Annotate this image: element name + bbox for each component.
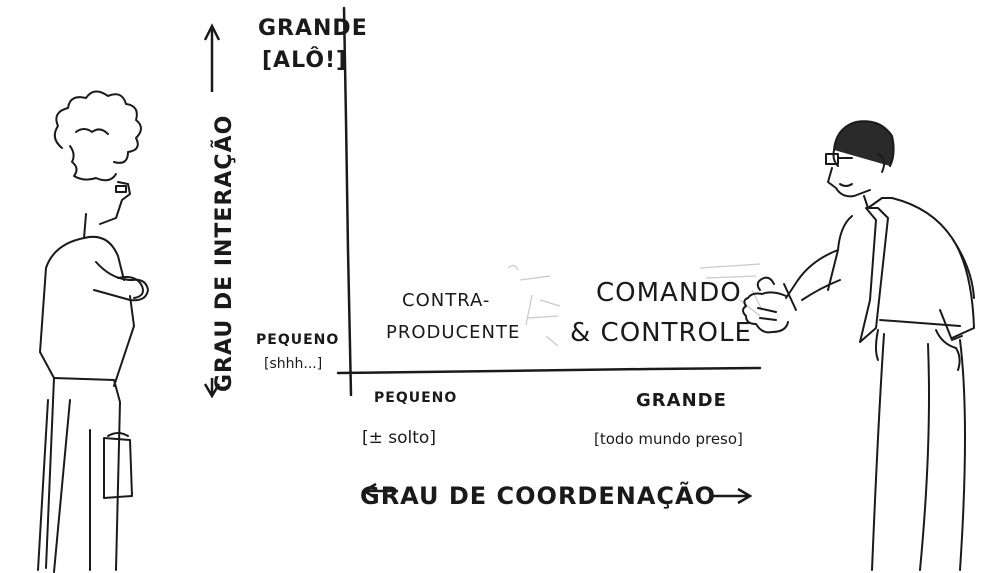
x-high-label: GRANDE [636,390,727,411]
y-arrow-up-icon [203,23,221,92]
y-low-label: PEQUENO [256,332,340,348]
left-person-illustration [37,90,149,573]
x-high-note: [todo mundo preso] [594,430,743,448]
x-arrow-left-icon [361,482,398,500]
vertical-axis [342,6,353,397]
erased-scribbles [507,263,763,347]
x-low-note: [± solto] [362,428,436,448]
right-person-illustration [742,120,975,571]
x-low-label: PEQUENO [374,390,458,406]
x-arrow-right-icon [712,487,753,505]
y-axis-title: GRAU DE INTERAÇÃO [212,114,237,392]
quadrant-left-line1: CONTRA- [402,290,491,311]
quadrant-left-line2: PRODUCENTE [386,322,521,343]
quadrant-right-line1: COMANDO [596,278,742,308]
y-low-note: [shhh...] [264,356,323,372]
x-axis-title: GRAU DE COORDENAÇÃO [360,482,716,510]
quadrant-right-line2: & CONTROLE [570,318,752,348]
y-high-label: GRANDE [258,16,368,41]
axis-lines [336,6,762,397]
y-high-note: [ALÔ!] [262,48,348,73]
y-arrow-down-icon [203,378,221,399]
horizontal-axis [336,366,762,375]
